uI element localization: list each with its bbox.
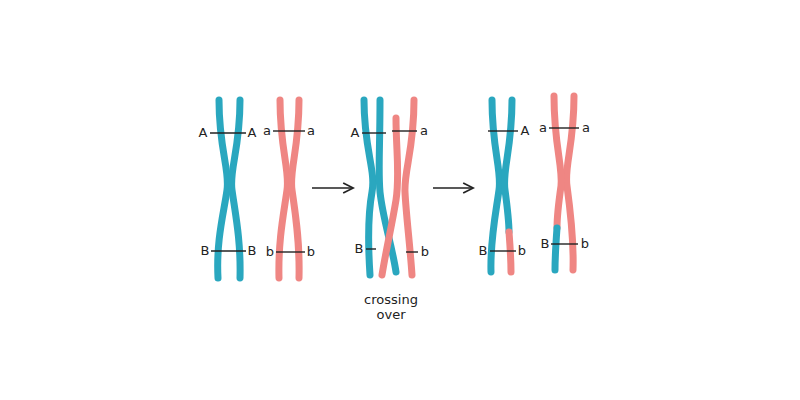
allele-label: a bbox=[307, 124, 315, 139]
allele-label: b bbox=[266, 245, 274, 260]
process-arrow bbox=[312, 187, 352, 188]
pink-segment bbox=[509, 232, 511, 272]
locus-tick bbox=[210, 132, 246, 133]
locus-tick bbox=[488, 130, 518, 131]
allele-label: A bbox=[351, 126, 360, 141]
locus-tick bbox=[406, 251, 418, 252]
allele-label: B bbox=[248, 244, 257, 259]
process-arrow bbox=[433, 187, 472, 188]
allele-label: b bbox=[421, 245, 429, 260]
pink-chromatid bbox=[382, 118, 398, 275]
allele-label: a bbox=[539, 121, 547, 136]
blue-chromatid bbox=[491, 100, 500, 272]
allele-label: a bbox=[263, 124, 271, 139]
locus-tick bbox=[549, 127, 579, 128]
blue-chromatid bbox=[504, 100, 512, 232]
allele-label: a bbox=[420, 124, 428, 139]
locus-tick bbox=[276, 251, 305, 252]
pink-chromatid bbox=[405, 100, 414, 275]
allele-label: B bbox=[201, 244, 210, 259]
locus-tick bbox=[273, 130, 305, 131]
allele-label: b bbox=[307, 245, 315, 260]
process-caption: crossing over bbox=[360, 293, 422, 323]
allele-label: B bbox=[541, 237, 550, 252]
locus-tick bbox=[362, 132, 386, 133]
allele-label: B bbox=[355, 242, 364, 257]
locus-tick bbox=[490, 250, 516, 251]
allele-label: B bbox=[479, 244, 488, 259]
locus-tick bbox=[211, 250, 246, 251]
pink-chromatid bbox=[554, 96, 561, 228]
locus-tick bbox=[392, 130, 417, 131]
allele-label: b bbox=[518, 244, 526, 259]
allele-label: A bbox=[521, 124, 530, 139]
allele-label: b bbox=[581, 237, 589, 252]
locus-tick bbox=[366, 248, 376, 249]
allele-label: A bbox=[199, 126, 208, 141]
blue-segment bbox=[555, 228, 557, 270]
locus-tick bbox=[551, 243, 578, 244]
allele-label: A bbox=[248, 126, 257, 141]
allele-label: a bbox=[582, 121, 590, 136]
